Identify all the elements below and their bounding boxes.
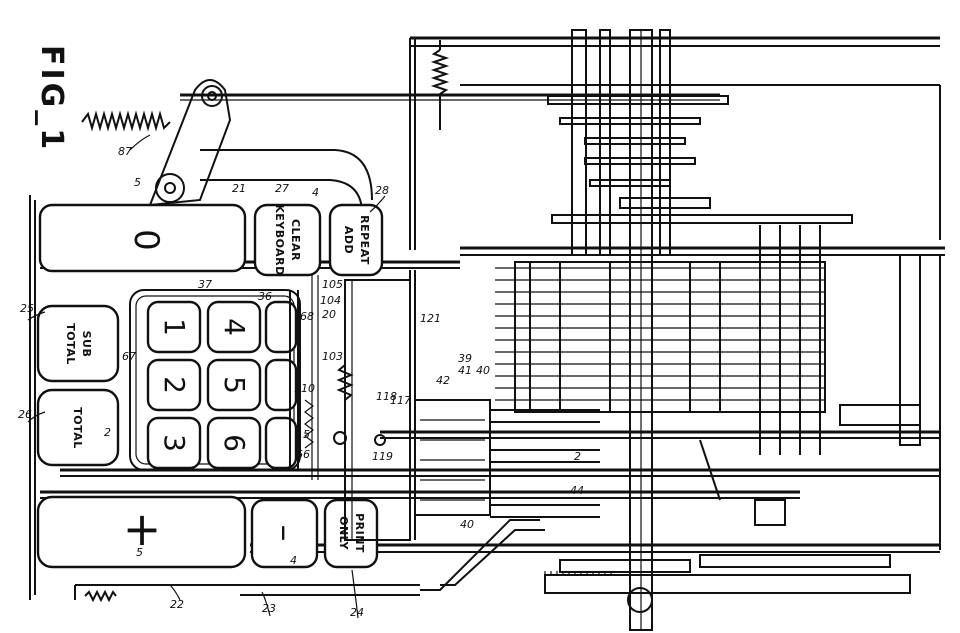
svg-text:SUB: SUB [80,331,93,358]
key-zero[interactable]: 0 [38,203,247,273]
upper-spring [430,40,450,130]
svg-text:4: 4 [218,318,251,336]
svg-text:66: 66 [296,448,310,461]
svg-text:39: 39 [458,352,472,365]
svg-text:87: 87 [118,145,132,158]
svg-text:4: 4 [312,186,319,199]
figure-label: FIG_1 [34,45,69,152]
key-sub-total[interactable]: SUB TOTAL [36,304,120,383]
svg-text:23: 23 [262,602,276,615]
svg-text:40: 40 [460,518,474,531]
svg-text:40: 40 [476,364,490,377]
bottom-spring [84,589,117,603]
svg-text:0: 0 [126,229,166,251]
svg-text:CLEAR: CLEAR [289,219,302,261]
key-clear-keyboard[interactable]: CLEAR KEYBOARD [253,203,322,277]
svg-text:REPEAT: REPEAT [358,215,371,265]
svg-text:5: 5 [134,176,141,189]
svg-text:KEYBOARD: KEYBOARD [273,204,286,276]
svg-text:36: 36 [258,290,272,303]
key-print-only[interactable]: PRINT ONLY [323,498,379,569]
svg-text:42: 42 [436,374,450,387]
svg-text:67: 67 [122,350,136,363]
svg-text:2: 2 [158,376,191,394]
svg-text:25: 25 [20,302,34,315]
accumulator-stack [495,225,921,455]
lower-linkage [414,399,721,591]
svg-text:6: 6 [218,434,251,452]
svg-text:37: 37 [198,278,212,291]
key-3[interactable]: 3 [146,416,202,470]
svg-text:22: 22 [170,598,184,611]
slide-plate-121 [333,279,411,541]
key-6[interactable]: 6 [206,416,262,470]
svg-text:ONLY: ONLY [337,516,350,550]
svg-text:ADD: ADD [342,226,355,254]
svg-text:68: 68 [300,310,314,323]
upper-discs [547,95,853,224]
svg-text:117: 117 [390,394,411,407]
svg-text:1: 1 [158,318,191,336]
key-2[interactable]: 2 [146,358,202,412]
svg-text:3: 3 [158,434,191,452]
svg-text:104: 104 [320,294,341,307]
svg-text:118: 118 [376,390,397,403]
key-stem-comb [289,275,319,480]
svg-text:–: – [265,525,305,542]
svg-text:121: 121 [420,312,441,325]
svg-text:26: 26 [18,408,32,421]
key-1[interactable]: 1 [146,300,202,354]
leader-lines [27,134,386,619]
svg-text:103: 103 [322,350,343,363]
svg-text:2: 2 [574,450,581,463]
main-shaft [571,29,671,631]
key-plus[interactable]: + [36,495,247,569]
reference-numerals: 87 5 21 27 4 28 25 37 36 105 104 20 68 1… [18,145,584,619]
key-total[interactable]: TOTAL [36,388,120,467]
svg-text:5: 5 [136,546,143,559]
svg-text:15: 15 [296,428,310,441]
spring-87 [81,110,171,132]
svg-text:21: 21 [232,182,246,195]
svg-text:44: 44 [570,484,584,497]
svg-text:20: 20 [322,308,336,321]
svg-text:PRINT: PRINT [353,513,366,553]
svg-text:2: 2 [104,426,111,439]
key-9-partial[interactable] [264,416,298,470]
svg-text:105: 105 [322,278,343,291]
bottom-gears [544,499,911,613]
key-5[interactable]: 5 [206,358,262,412]
svg-text:119: 119 [372,450,393,463]
svg-text:27: 27 [275,182,289,195]
svg-text:110: 110 [294,382,315,395]
bell-crank-lever [148,79,373,211]
key-repeat-add[interactable]: REPEAT ADD [328,203,384,277]
key-4[interactable]: 4 [206,300,262,354]
svg-text:TOTAL: TOTAL [64,323,77,365]
svg-text:4: 4 [290,554,297,567]
svg-text:41: 41 [458,364,472,377]
svg-text:TOTAL: TOTAL [71,407,84,449]
svg-text:5: 5 [218,376,251,394]
svg-text:28: 28 [375,184,389,197]
key-8-partial[interactable] [264,358,298,412]
key-7-partial[interactable] [264,300,298,354]
key-minus[interactable]: – [250,498,319,569]
svg-text:+: + [123,502,162,556]
